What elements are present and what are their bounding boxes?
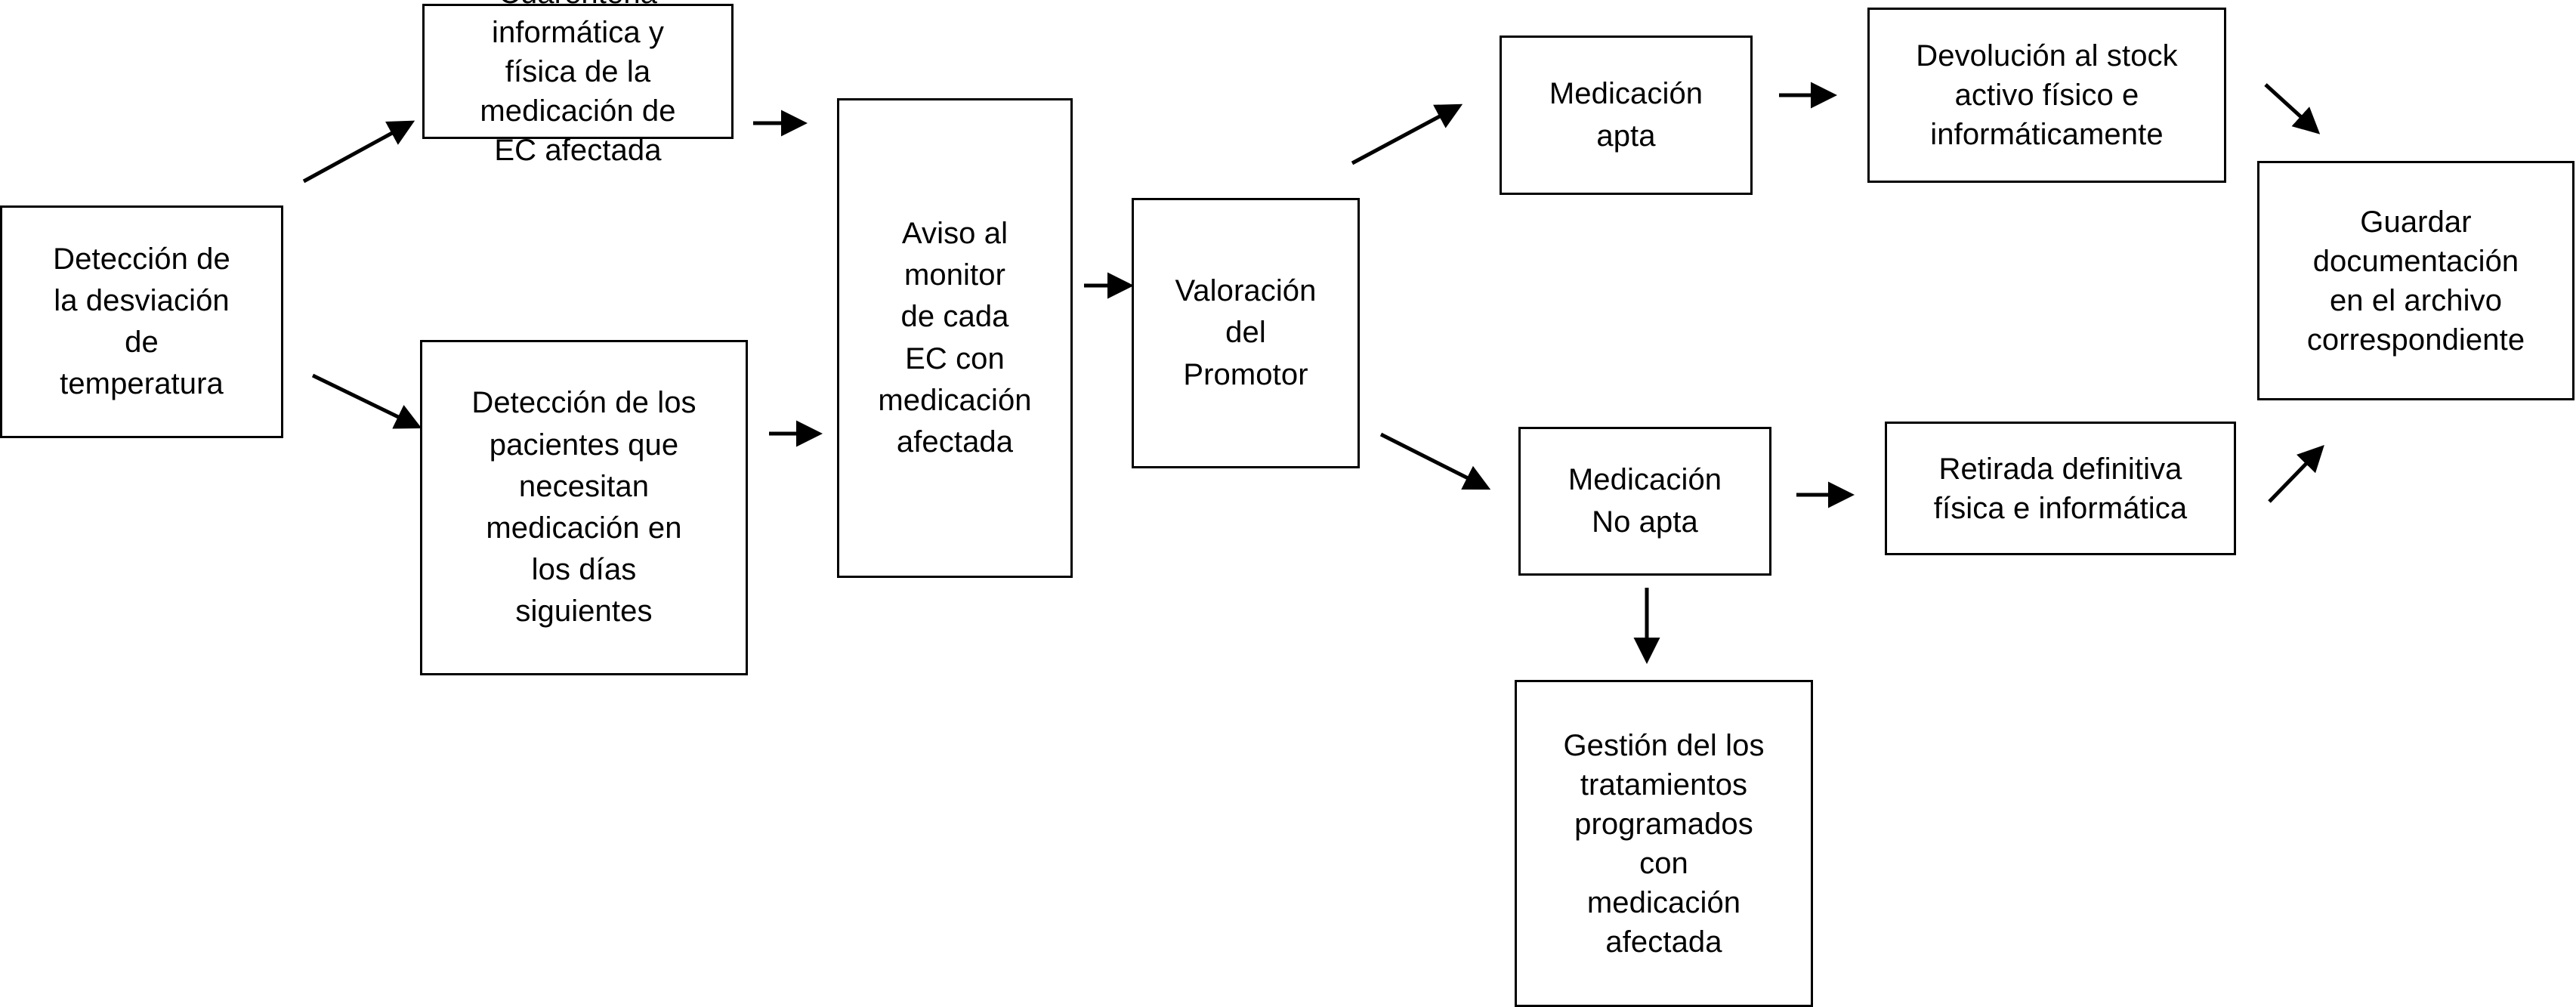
node-cuarentena: Cuarentena informática y física de la me… <box>422 0 734 167</box>
edge-deteccion-to-cuarentena <box>302 120 415 184</box>
node-valoracion-promotor: Valoración del Promotor <box>1132 198 1360 468</box>
node-gestion-tratamientos: Gestión del los tratamientos programados… <box>1515 680 1813 1007</box>
edge-valoracion-to-apta <box>1351 103 1463 165</box>
node-medicacion-no-apta: Medicación No apta <box>1518 427 1771 576</box>
edge-valoracion-to-no-apta <box>1379 432 1491 490</box>
node-deteccion-pacientes: Detección de los pacientes que necesitan… <box>420 340 748 675</box>
node-medicacion-apta: Medicación apta <box>1500 36 1753 195</box>
node-deteccion-desviacion: Detección de la desviación de temperatur… <box>0 205 283 438</box>
node-devolucion-stock: Devolución al stock activo físico e info… <box>1867 8 2226 183</box>
edge-retirada-to-guardar <box>2268 444 2324 503</box>
node-retirada-definitiva: Retirada definitiva física e informática <box>1885 422 2236 555</box>
node-guardar-documentacion: Guardar documentación en el archivo corr… <box>2257 161 2574 400</box>
edge-devolucion-to-guardar <box>2264 83 2321 134</box>
node-aviso-monitor: Aviso al monitor de cada EC con medicaci… <box>837 98 1073 578</box>
edge-deteccion-to-pacientes <box>311 373 422 429</box>
